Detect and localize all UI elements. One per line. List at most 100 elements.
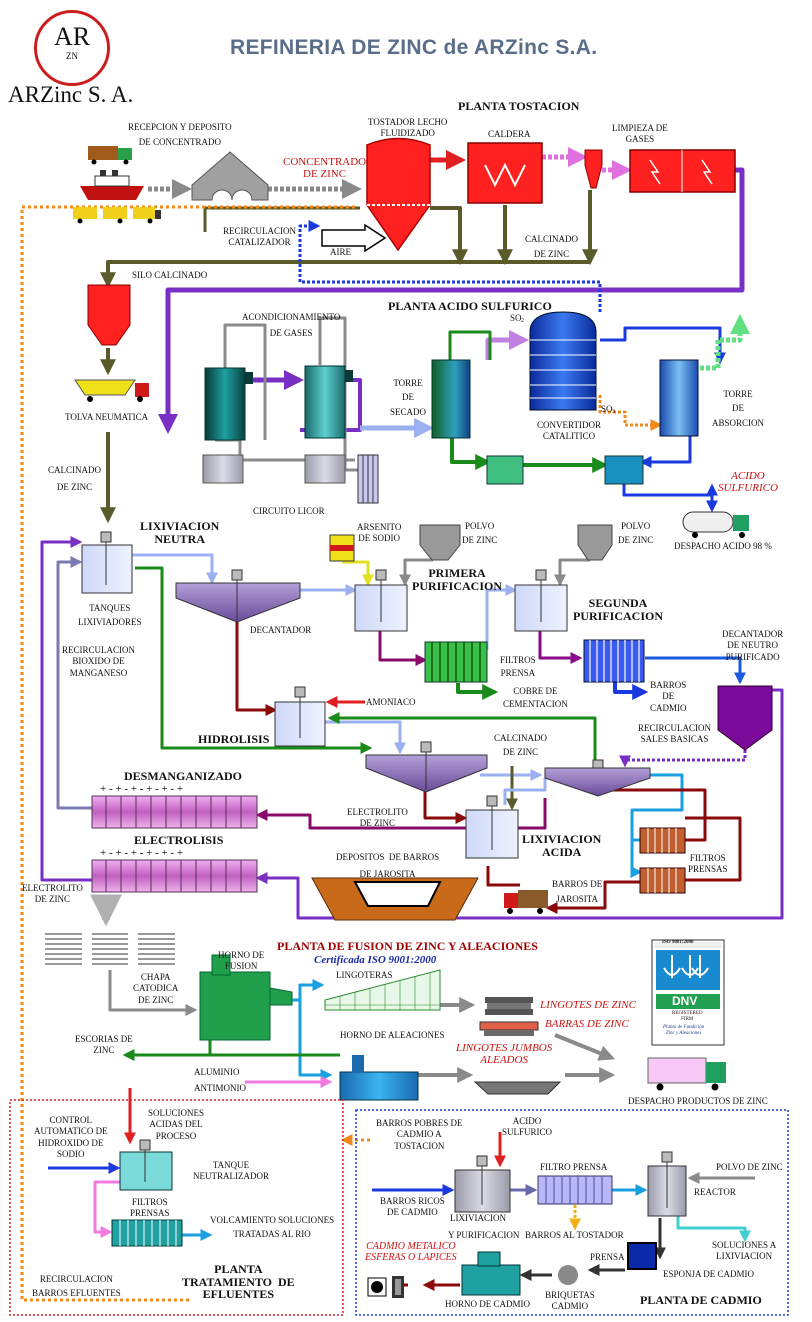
label-prensa: PRENSA xyxy=(590,1252,625,1262)
badge-registered: REGISTERED FIRM xyxy=(672,1011,703,1022)
flow-pink-tank-filtros xyxy=(93,1180,120,1238)
flow-green-tanks-dec2 xyxy=(135,566,373,754)
label-torre-secado: TORRE DE SECADO xyxy=(390,378,427,417)
filtros-prensa-1 xyxy=(424,641,488,683)
flow-lingotes-dispatch xyxy=(554,1033,615,1061)
flow-filtros-to-purif2 xyxy=(485,584,518,650)
polvo-hopper-1 xyxy=(419,524,461,561)
label-barros-pobres: BARROS POBRES DE CADMIO A TOSTACION xyxy=(376,1118,463,1151)
label-soluciones-acidas: SOLUCIONES ACIDAS DEL PROCESO xyxy=(148,1108,205,1141)
roaster-tostador xyxy=(366,137,431,252)
acid-truck xyxy=(682,511,749,538)
horno-fusion xyxy=(199,954,293,1041)
flow-darkred-jar-dep xyxy=(486,866,520,887)
badge-iso: ISO 9001:2000 xyxy=(662,940,694,945)
gas-tower-1 xyxy=(204,367,246,441)
flow-blue-conv-loop xyxy=(600,326,726,365)
label-torre-absorcion: TORRE DE ABSORCION xyxy=(712,389,765,428)
drying-tower xyxy=(431,359,471,439)
label-recirc-catalizador: RECIRCULACION CATALIZADOR xyxy=(223,226,297,248)
section-primera-purif: PRIMERA PURIFICACION xyxy=(412,566,502,593)
filtros-prensa-2 xyxy=(583,639,645,683)
briquetas-icon xyxy=(558,1265,578,1285)
label-barros-cadmio: BARROS DE CADMIO xyxy=(650,680,687,713)
so2-subscript: 2 xyxy=(521,318,524,324)
flow-electrolisis-out xyxy=(40,536,92,882)
flow-dec-to-hidrolisis xyxy=(235,620,278,716)
cadmio-border xyxy=(355,1109,789,1316)
tolva-truck xyxy=(74,379,149,402)
barras-stack xyxy=(479,1021,539,1036)
flow-filtros2-to-decneutro xyxy=(645,656,746,685)
flow-lixacida-to-dec3 xyxy=(503,778,547,805)
cadmio-metalico-icon xyxy=(367,1276,404,1298)
flow-darkred-jarosita xyxy=(545,880,640,914)
label-electrolito-2: ELECTROLITO DE ZINC xyxy=(22,883,83,905)
badge-caption: Planta de Fundición Zinc y Aleaciones xyxy=(663,1025,705,1036)
flow-tanks-to-decantador xyxy=(130,553,218,585)
flow-lines xyxy=(20,147,784,1302)
section-electrolisis: ELECTROLISIS xyxy=(134,833,224,847)
flow-arsenito xyxy=(342,560,374,587)
decantador-neutro xyxy=(717,685,773,751)
flow-gas-to-acid-plant xyxy=(158,167,745,434)
cadmio-prensa xyxy=(627,1242,657,1270)
section-lix-acida: LIXIVIACION ACIDA xyxy=(522,832,602,859)
logo-zn: ZN xyxy=(66,51,78,61)
air-arrow xyxy=(321,223,387,253)
label-limpieza: LIMPIEZA DE GASES xyxy=(612,123,668,145)
filtros-prensas-efluentes xyxy=(111,1219,183,1247)
flow-calcine-to-silo xyxy=(100,260,590,289)
label-recirc-barros: RECIRCULACION BARROS EFLUENTES xyxy=(32,1274,121,1299)
label-horno-fusion: HORNO DE FUSION xyxy=(218,950,265,972)
label-amoniaco: AMONIACO xyxy=(366,697,416,707)
acid-tank-2 xyxy=(604,455,644,485)
flow-gray-loop-2 xyxy=(318,316,365,472)
label-volcamiento: VOLCAMIENTO SOLUCIONES TRATADAS AL RIO xyxy=(210,1215,335,1240)
flow-reactor-lix xyxy=(676,1215,751,1243)
flow-hidrolisis-to-dec2 xyxy=(325,720,406,755)
label-depositos: DEPOSITOS DE BARROS DE JAROSITA xyxy=(336,852,440,880)
label-aire: AIRE xyxy=(330,247,351,257)
flow-escorias xyxy=(122,1038,212,1061)
label-polvo-2: POLVO DE ZINC xyxy=(618,521,654,545)
tanque-neutralizador xyxy=(119,1151,173,1191)
label-reactor: REACTOR xyxy=(694,1187,736,1197)
label-briquetas: BRIQUETAS CADMIO xyxy=(545,1290,595,1312)
decantador xyxy=(175,582,301,623)
flow-darkred-filtros-loop xyxy=(600,788,707,842)
label-lingoteras: LINGOTERAS xyxy=(336,970,393,980)
section-cadmio: PLANTA DE CADMIO xyxy=(640,1293,762,1307)
concentrate-truck-icon xyxy=(88,146,132,165)
tanques-lixiviadores xyxy=(81,544,133,594)
flow-purif2-to-filtros xyxy=(538,630,583,664)
logo-ar: AR xyxy=(53,22,91,51)
label-horno-cadmio: HORNO DE CADMIO xyxy=(445,1299,530,1309)
label-electrolito-1: ELECTROLITO DE ZINC xyxy=(347,807,408,829)
label-silo: SILO CALCINADO xyxy=(132,270,208,280)
iso-dnv-badge xyxy=(651,939,725,1046)
efluentes-border xyxy=(9,1099,344,1316)
electrolisis-cells xyxy=(91,859,258,893)
flow-chapa-to-horno xyxy=(108,970,198,1016)
label-decantador: DECANTADOR xyxy=(250,625,312,635)
ship-icon xyxy=(80,170,144,200)
flow-absorcion-out-green xyxy=(700,314,750,371)
cyclone xyxy=(584,149,603,189)
label-recepcion: RECEPCION Y DEPOSITO DE CONCENTRADO xyxy=(128,122,232,148)
label-acondicionamiento: ACONDICIONAMIENTO DE GASES xyxy=(242,312,341,339)
label-circuito: CIRCUITO LICOR xyxy=(253,506,325,516)
flow-horno-to-aleaciones xyxy=(298,1000,333,1081)
label-y-purificacion: Y PURIFICACION xyxy=(448,1230,520,1240)
label-esponja: ESPONJA DE CADMIO xyxy=(663,1269,755,1279)
horno-aleaciones xyxy=(339,1071,419,1101)
label-soluciones-lix: SOLUCIONES A LIXIVIACION xyxy=(712,1240,777,1262)
section-hidrolisis: HIDROLISIS xyxy=(198,732,270,746)
flow-convertidor-to-absorcion xyxy=(598,395,663,431)
label-tanques: TANQUES LIXIVIADORES xyxy=(78,603,142,628)
flow-green-recirc-hidrolisis xyxy=(327,712,597,770)
label-barros-ricos: BARROS RICOS DE CADMIO xyxy=(380,1196,445,1218)
flow-decneutro-recirc xyxy=(619,750,747,768)
